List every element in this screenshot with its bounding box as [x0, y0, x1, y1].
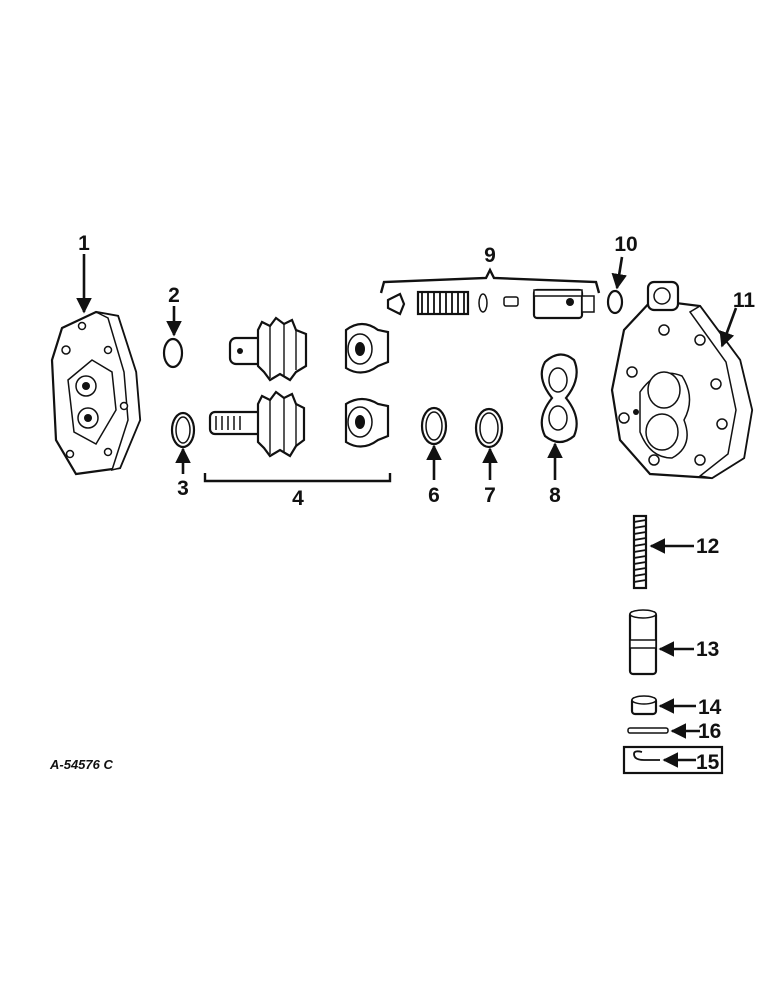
part-8-gasket [540, 353, 578, 444]
reference-code: A-54576 C [49, 757, 113, 772]
leader-lines [76, 254, 738, 768]
callout-16: 16 [698, 720, 721, 743]
part-9-relief-valve-assembly [379, 267, 601, 320]
callout-15: 15 [696, 751, 720, 774]
part-7-ring [474, 407, 504, 449]
valve-spring [416, 290, 470, 316]
callout-10: 10 [614, 233, 637, 256]
part-16-pin [627, 727, 669, 734]
callout-3: 3 [177, 477, 189, 500]
callout-6: 6 [428, 484, 440, 507]
part-2-o-ring [162, 337, 184, 369]
part-13-valve-piston [628, 609, 658, 676]
callout-8: 8 [549, 484, 561, 507]
part-10-washer [606, 289, 624, 315]
callout-11: 11 [733, 289, 756, 312]
callout-9: 9 [484, 244, 496, 267]
part-4-gear-set [203, 316, 392, 483]
callout-labels: 1 2 3 4 6 7 8 9 10 11 12 13 14 16 15 [78, 232, 755, 774]
callout-1: 1 [78, 232, 90, 255]
part-15-cotter-pin [622, 745, 724, 775]
part-3-seal-ring [170, 411, 196, 449]
part-14-retainer [630, 695, 658, 716]
callout-14: 14 [698, 696, 722, 719]
part-1-cover-plate [50, 310, 142, 476]
part-11-pump-body [610, 280, 754, 480]
callout-2: 2 [168, 284, 180, 307]
callout-7: 7 [484, 484, 496, 507]
part-6-ring [420, 406, 448, 446]
part-12-spring [632, 514, 648, 590]
callout-4: 4 [292, 487, 304, 510]
callout-13: 13 [696, 638, 719, 661]
callout-12: 12 [696, 535, 719, 558]
